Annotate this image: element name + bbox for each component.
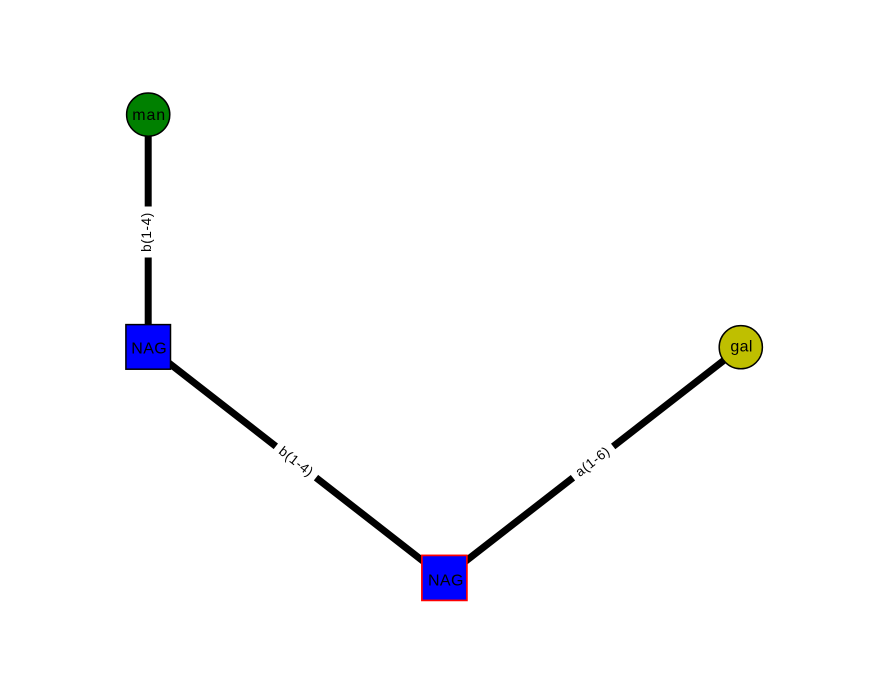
svg-text:b(1-4): b(1-4) (139, 212, 154, 252)
svg-text:man: man (132, 107, 166, 124)
svg-text:NAG: NAG (428, 572, 464, 589)
svg-text:gal: gal (730, 339, 753, 356)
svg-text:NAG: NAG (131, 340, 167, 357)
